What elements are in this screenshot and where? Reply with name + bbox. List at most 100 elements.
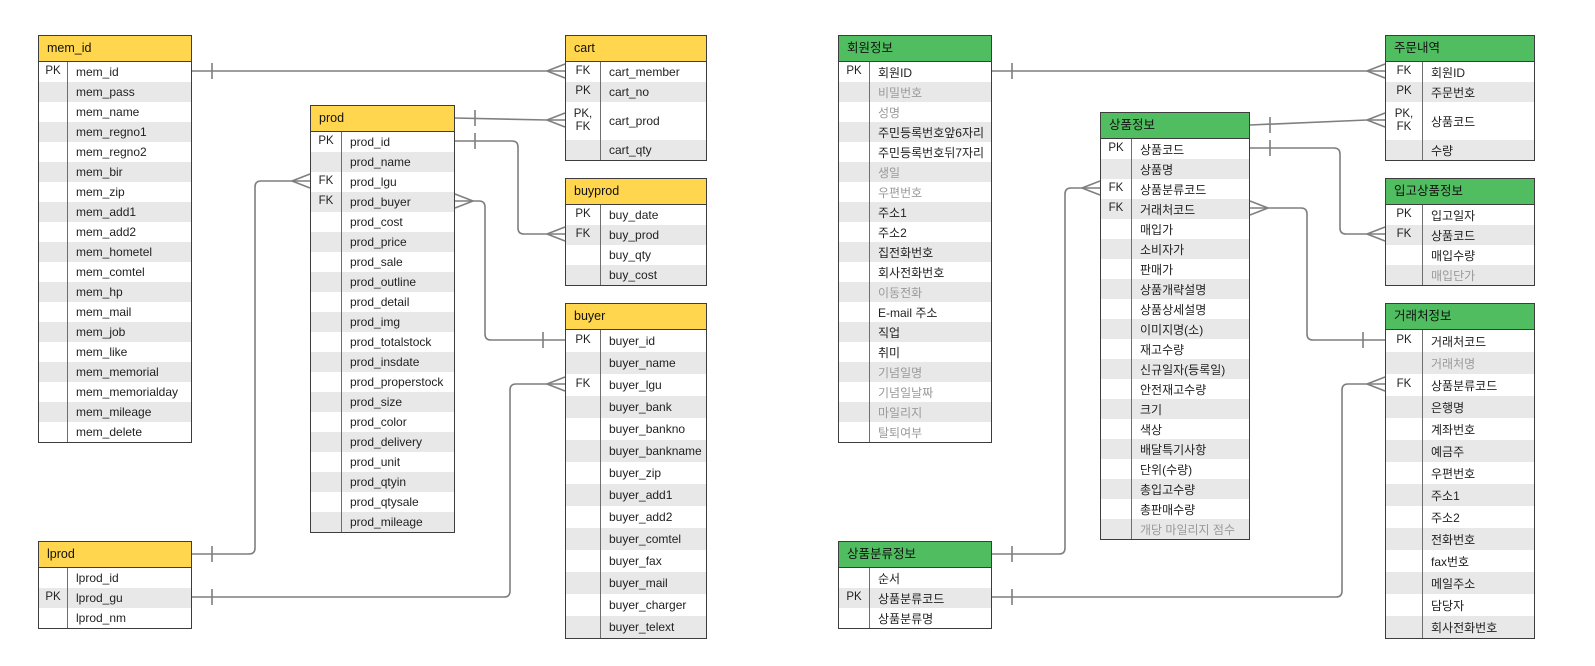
key-badge — [566, 245, 601, 265]
key-badge — [1386, 572, 1423, 594]
entity-prod-row-7: prod_outline — [311, 272, 454, 292]
entity-member-info-row-17: 마일리지 — [839, 402, 991, 422]
entity-member-info-row-18: 탈퇴여부 — [839, 422, 991, 442]
entity-prod-row-10: prod_totalstock — [311, 332, 454, 352]
entity-mem-id-row-16: mem_memorialday — [39, 382, 191, 402]
field-name: buyer_telext — [609, 620, 675, 634]
key-badge — [39, 82, 68, 102]
entity-prod-row-19: prod_mileage — [311, 512, 454, 532]
key-badge — [39, 162, 68, 182]
key-badge — [839, 222, 870, 242]
connector-prod-to-buyer — [454, 193, 565, 348]
field-name: 주소1 — [1431, 488, 1460, 503]
field-name: 상품코드 — [1431, 228, 1476, 243]
key-badge — [311, 352, 342, 372]
entity-prod-row-6: prod_sale — [311, 252, 454, 272]
field-name: 거래처코드 — [1140, 202, 1196, 217]
key-badge: PK — [1101, 139, 1132, 159]
field-name: prod_qtysale — [350, 495, 419, 509]
key-badge — [1386, 418, 1423, 440]
key-badge — [1101, 519, 1132, 539]
key-badge: PK — [566, 82, 601, 102]
field-name: cart_qty — [609, 143, 652, 157]
field-name: 매입수량 — [1431, 248, 1476, 263]
key-badge — [1386, 352, 1423, 374]
field-name: 매입단가 — [1431, 268, 1476, 283]
field-name: 집전화번호 — [878, 245, 934, 260]
entity-product-info-title: 상품정보 — [1101, 113, 1249, 139]
entity-buyer-row-6: buyer_zip — [566, 462, 706, 484]
key-badge — [1386, 440, 1423, 462]
field-name: prod_properstock — [350, 375, 444, 389]
field-name: 직업 — [878, 325, 901, 340]
key-badge — [1101, 299, 1132, 319]
entity-member-info-row-4: 주민등록번호뒤7자리 — [839, 142, 991, 162]
key-badge — [1101, 359, 1132, 379]
field-name: mem_name — [76, 105, 140, 119]
field-name: prod_detail — [350, 295, 410, 309]
field-name: buyer_lgu — [609, 378, 662, 392]
key-badge — [1386, 550, 1423, 572]
entity-buyer-row-12: buyer_charger — [566, 594, 706, 616]
entity-vendor-info-row-8: 주소2 — [1386, 506, 1534, 528]
key-badge — [1386, 265, 1423, 285]
entity-product-info-row-9: 이미지명(소) — [1101, 319, 1249, 339]
key-badge — [566, 352, 601, 374]
entity-prod-row-4: prod_cost — [311, 212, 454, 232]
field-name: 취미 — [878, 345, 901, 360]
key-badge — [39, 608, 68, 628]
entity-product-info-row-17: 총입고수량 — [1101, 479, 1249, 499]
field-name: lprod_id — [76, 571, 119, 585]
key-badge — [1386, 396, 1423, 418]
key-badge — [566, 265, 601, 285]
key-badge — [311, 472, 342, 492]
key-badge — [311, 152, 342, 172]
entity-mem-id-row-6: mem_zip — [39, 182, 191, 202]
entity-incoming-product-info-title: 입고상품정보 — [1386, 179, 1534, 205]
entity-member-info-row-7: 주소1 — [839, 202, 991, 222]
field-name: mem_add1 — [76, 205, 137, 219]
key-badge — [39, 202, 68, 222]
key-badge — [39, 142, 68, 162]
field-name: prod_insdate — [350, 355, 420, 369]
field-name: 단위(수량) — [1140, 462, 1193, 477]
entity-mem-id-row-10: mem_comtel — [39, 262, 191, 282]
entity-vendor-info-title: 거래처정보 — [1386, 304, 1534, 330]
entity-buyprod-row-2: buy_qty — [566, 245, 706, 265]
field-name: prod_name — [350, 155, 411, 169]
field-name: 마일리지 — [878, 405, 923, 420]
entity-product-info-row-8: 상품상세설명 — [1101, 299, 1249, 319]
field-name: 거래처명 — [1431, 356, 1476, 371]
key-badge — [1101, 399, 1132, 419]
key-badge — [311, 212, 342, 232]
field-name: prod_color — [350, 415, 407, 429]
entity-incoming-product-info-row-2: 매입수량 — [1386, 245, 1534, 265]
key-badge — [566, 550, 601, 572]
field-name: mem_comtel — [76, 265, 145, 279]
field-name: buy_prod — [609, 228, 660, 242]
entity-buyer-row-7: buyer_add1 — [566, 484, 706, 506]
field-name: 계좌번호 — [1431, 422, 1476, 437]
entity-vendor-info-row-3: 은행명 — [1386, 396, 1534, 418]
key-badge — [311, 332, 342, 352]
field-name: 총입고수량 — [1140, 482, 1196, 497]
entity-member-info-row-15: 기념일명 — [839, 362, 991, 382]
key-badge — [839, 122, 870, 142]
